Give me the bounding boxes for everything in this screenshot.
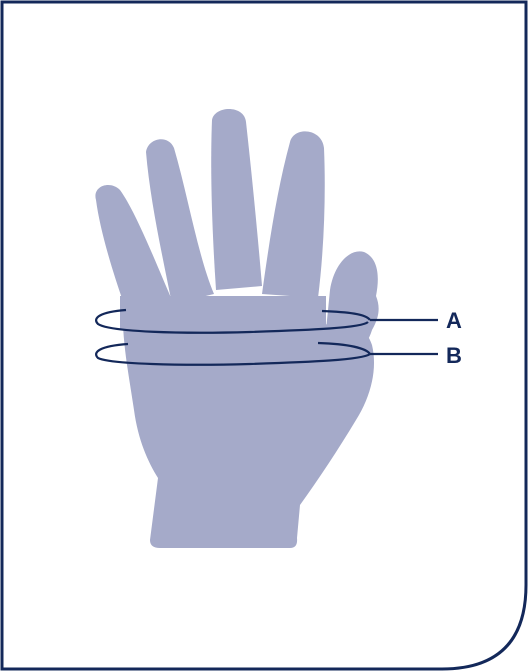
ring-a: [95, 308, 371, 334]
hand-thumb: [316, 251, 379, 360]
hand-index-finger: [262, 131, 325, 298]
label-b: B: [446, 343, 462, 368]
ring-b: [95, 341, 371, 366]
hand-pinky: [95, 185, 172, 304]
label-a: A: [446, 308, 462, 333]
hand-ring-finger: [146, 139, 214, 304]
hand-webbing: [120, 296, 326, 330]
hand-middle-finger: [211, 109, 262, 290]
